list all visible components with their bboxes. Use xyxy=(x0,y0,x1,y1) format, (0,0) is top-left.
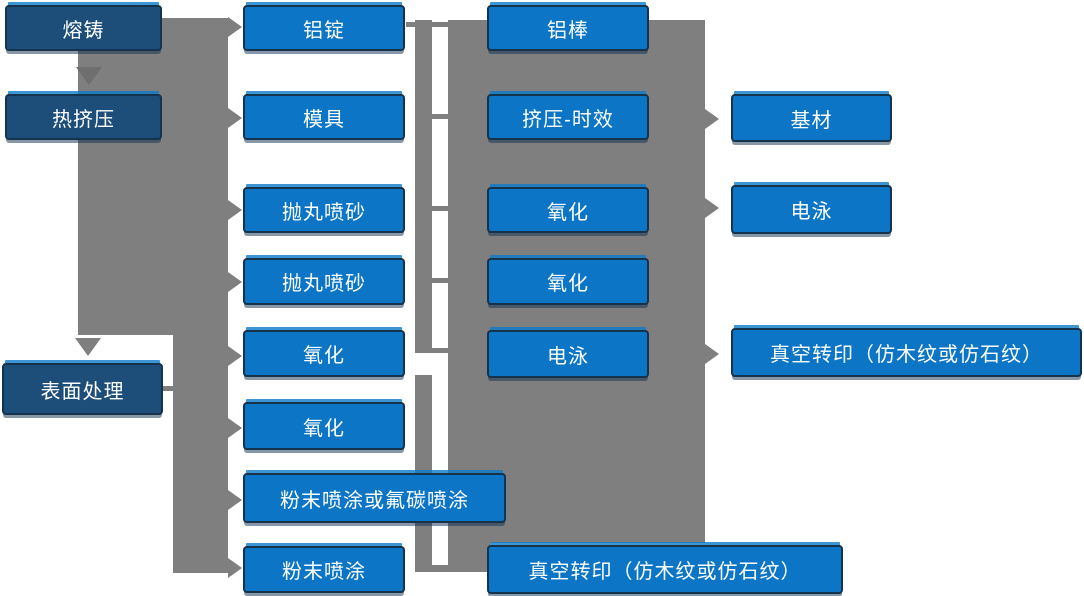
node-label: 氧化 xyxy=(547,201,589,224)
connector-tick-row1 xyxy=(406,22,448,27)
arrow-to-electrophoresis-b-icon xyxy=(705,198,719,218)
connector-tick-row5 xyxy=(432,348,448,353)
node-label: 基材 xyxy=(790,109,833,132)
node-melting-casting: 熔铸 xyxy=(5,5,162,51)
arrow-to-mold-icon xyxy=(228,108,242,128)
node-label: 氧化 xyxy=(547,273,589,295)
flow-bar-mid-upper xyxy=(415,20,432,353)
node-label: 真空转印（仿木纹或仿石纹） xyxy=(528,561,802,583)
arrow-down-to-surface-treatment-icon xyxy=(75,338,101,356)
node-oxidation-c: 氧化 xyxy=(487,187,649,233)
arrow-to-vacuum-transfer-b-icon xyxy=(705,344,719,364)
node-label: 氧化 xyxy=(303,417,345,440)
arrow-to-powder-fluorocarbon-icon xyxy=(228,490,242,510)
node-label: 电泳 xyxy=(547,345,589,368)
arrow-to-substrate-icon xyxy=(705,109,719,129)
node-extrusion-aging: 挤压-时效 xyxy=(487,94,649,140)
node-label: 粉末喷涂 xyxy=(282,561,366,583)
node-powder-coating: 粉末喷涂 xyxy=(243,546,405,593)
arrow-to-oxidation-a-icon xyxy=(228,346,242,366)
node-powder-or-fluorocarbon-coating: 粉末喷涂或氟碳喷涂 xyxy=(243,473,506,523)
arrow-to-powder-coating-icon xyxy=(228,558,242,578)
node-label: 电泳 xyxy=(790,201,833,223)
flow-block-right-foot xyxy=(448,543,490,572)
node-oxidation-d: 氧化 xyxy=(487,258,649,305)
node-electrophoresis-a: 电泳 xyxy=(487,330,649,378)
flow-band-left-lower xyxy=(173,335,228,573)
connector-tick-bottom xyxy=(432,565,450,572)
node-shot-blast-1: 抛丸喷砂 xyxy=(243,187,405,233)
arrow-to-shot-blast-2-icon xyxy=(228,272,242,292)
flow-band-left-upper xyxy=(78,18,228,335)
node-label: 热挤压 xyxy=(52,108,115,131)
node-surface-treatment: 表面处理 xyxy=(2,363,163,415)
node-oxidation-b: 氧化 xyxy=(243,402,405,450)
node-label: 挤压-时效 xyxy=(522,108,614,131)
connector-tick-row2 xyxy=(432,114,448,119)
connector-tick-row3 xyxy=(432,206,448,211)
node-label: 模具 xyxy=(303,108,345,131)
node-vacuum-transfer-a: 真空转印（仿木纹或仿石纹） xyxy=(487,545,843,594)
node-label: 抛丸喷砂 xyxy=(282,273,366,295)
connector-surface-treatment-stub xyxy=(161,386,175,391)
node-hot-extrusion: 热挤压 xyxy=(5,94,162,140)
node-label: 铝棒 xyxy=(547,19,589,42)
node-label: 表面处理 xyxy=(40,380,125,403)
node-oxidation-a: 氧化 xyxy=(243,330,405,377)
node-substrate: 基材 xyxy=(731,94,892,142)
node-vacuum-transfer-b: 真空转印（仿木纹或仿石纹） xyxy=(731,328,1082,377)
arrow-to-oxidation-b-icon xyxy=(228,418,242,438)
node-label: 真空转印（仿木纹或仿石纹） xyxy=(770,344,1043,366)
node-label: 粉末喷涂或氟碳喷涂 xyxy=(280,489,469,512)
node-aluminum-ingot: 铝锭 xyxy=(243,5,405,51)
connector-tick-row4 xyxy=(432,278,448,283)
node-label: 氧化 xyxy=(303,345,345,367)
node-label: 铝锭 xyxy=(303,19,345,42)
arrow-down-to-hot-extrusion-icon xyxy=(76,67,102,85)
arrow-to-aluminum-ingot-icon xyxy=(228,17,242,37)
node-label: 熔铸 xyxy=(62,19,105,42)
node-label: 抛丸喷砂 xyxy=(282,201,366,224)
node-shot-blast-2: 抛丸喷砂 xyxy=(243,258,405,305)
node-mold: 模具 xyxy=(243,94,405,140)
node-electrophoresis-b: 电泳 xyxy=(731,185,892,234)
arrow-to-shot-blast-1-icon xyxy=(228,200,242,220)
node-aluminum-rod: 铝棒 xyxy=(487,5,649,51)
